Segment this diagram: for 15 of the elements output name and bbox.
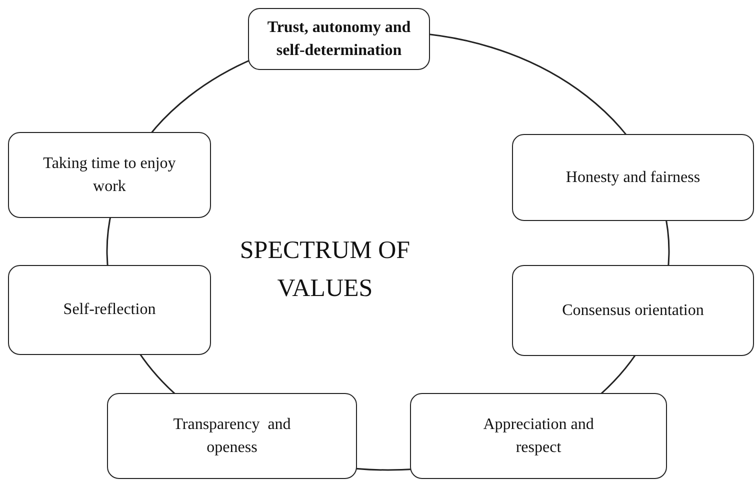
value-text: Honesty and fairness — [566, 168, 700, 188]
value-text: Trust, autonomy and self-determination — [266, 18, 412, 61]
value-box — [248, 8, 430, 70]
value-text: Consensus orientation — [562, 300, 704, 321]
value-box — [512, 265, 754, 356]
value-box — [512, 134, 754, 221]
value-box — [8, 265, 211, 355]
value-box — [107, 393, 357, 479]
value-text: Taking time to enjoy work — [42, 154, 177, 197]
value-text: Appreciation and respect — [482, 414, 595, 458]
value-box — [8, 132, 211, 218]
center-title: SPECTRUM OF VALUES — [238, 236, 412, 304]
value-text: Self-reflection — [63, 300, 156, 320]
value-text: Transparency and openess — [172, 414, 292, 458]
value-box — [410, 393, 667, 479]
